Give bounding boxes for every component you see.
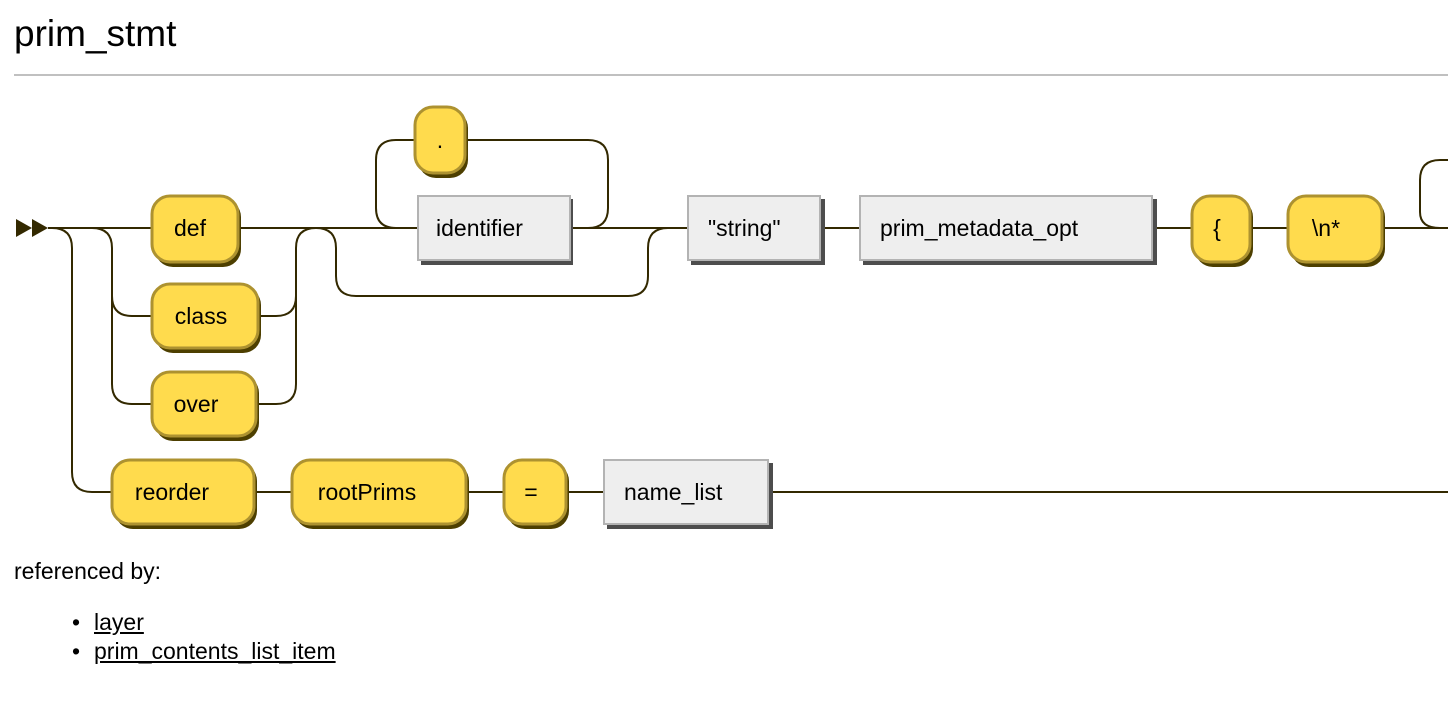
- reference-link-layer[interactable]: layer: [94, 609, 144, 635]
- terminal-def-label: def: [174, 215, 207, 241]
- terminal-open-brace[interactable]: {: [1190, 194, 1253, 267]
- terminal-dot[interactable]: .: [413, 105, 468, 178]
- terminal-newline[interactable]: \n*: [1286, 194, 1385, 267]
- nonterminal-prim-metadata-opt-label: prim_metadata_opt: [880, 215, 1079, 241]
- terminal-rootprims-label: rootPrims: [318, 479, 416, 505]
- terminal-rootprims[interactable]: rootPrims: [290, 458, 469, 529]
- railroad-diagram: . def class over { \n* reorder rootPrims: [16, 105, 1448, 529]
- terminal-def[interactable]: def: [150, 194, 241, 267]
- terminal-reorder-label: reorder: [135, 479, 209, 505]
- terminal-open-brace-label: {: [1213, 215, 1221, 241]
- terminal-equals[interactable]: =: [502, 458, 569, 529]
- bullet-icon: •: [72, 609, 81, 635]
- terminal-dot-label: .: [437, 127, 443, 153]
- start-arrow-icon-2: [32, 219, 48, 237]
- nonterminal-prim-metadata-opt[interactable]: prim_metadata_opt: [859, 195, 1157, 265]
- bullet-icon: •: [72, 638, 81, 664]
- terminal-class[interactable]: class: [150, 282, 261, 353]
- terminal-reorder[interactable]: reorder: [110, 458, 257, 529]
- nonterminal-identifier-label: identifier: [436, 215, 523, 241]
- reference-link-prim-contents-list-item[interactable]: prim_contents_list_item: [94, 638, 336, 664]
- terminal-newline-label: \n*: [1312, 215, 1340, 241]
- nonterminal-identifier[interactable]: identifier: [417, 195, 573, 265]
- page-title: prim_stmt: [14, 13, 177, 54]
- nonterminal-string-label: "string": [708, 215, 781, 241]
- diagram-connectors: [16, 139, 1448, 493]
- terminal-over[interactable]: over: [150, 370, 259, 441]
- start-arrow-icon: [16, 219, 32, 237]
- nonterminal-string[interactable]: "string": [687, 195, 825, 265]
- referenced-by-label: referenced by:: [14, 558, 162, 584]
- title-divider: [14, 74, 1448, 76]
- reference-list: • layer • prim_contents_list_item: [72, 608, 336, 666]
- list-item: • layer: [72, 608, 336, 637]
- list-item: • prim_contents_list_item: [72, 637, 336, 666]
- terminal-equals-label: =: [524, 479, 537, 505]
- nonterminal-name-list[interactable]: name_list: [603, 459, 773, 529]
- nonterminal-name-list-label: name_list: [624, 479, 723, 505]
- terminal-over-label: over: [174, 391, 219, 417]
- terminal-class-label: class: [175, 303, 227, 329]
